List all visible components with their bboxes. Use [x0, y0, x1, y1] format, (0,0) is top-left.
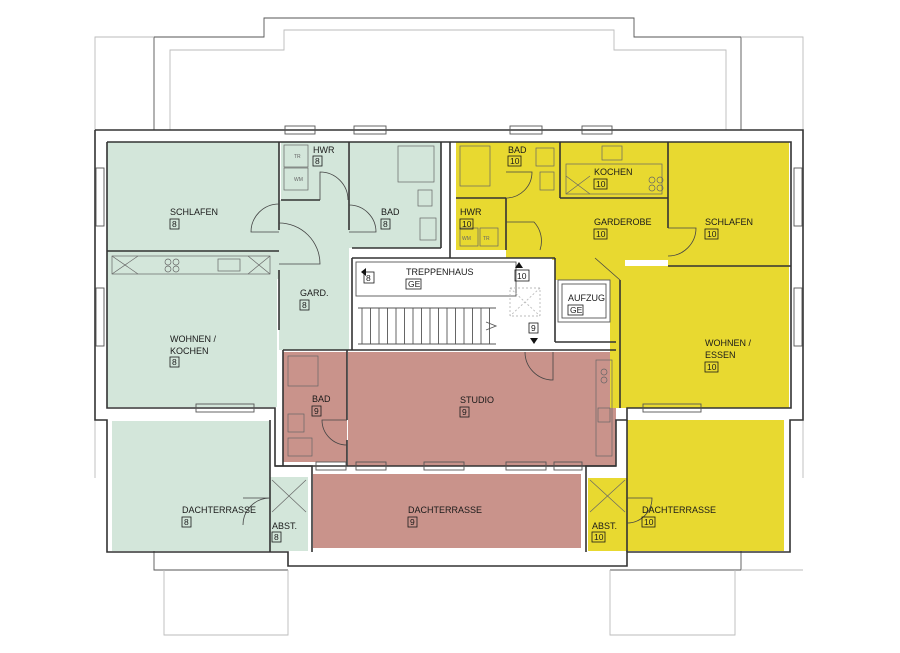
washer-label-right: WM [462, 236, 471, 242]
label-bad-right: BAD [508, 145, 527, 155]
stair-direction-arrow [485, 321, 498, 331]
number-kochen: 10 [596, 179, 606, 189]
arrow-up-icon [515, 262, 523, 268]
core [352, 258, 611, 350]
label-dachterrasse-left: DACHTERRASSE [182, 505, 256, 515]
label-studio: STUDIO [460, 395, 494, 405]
room-abst-right [588, 478, 627, 551]
number-abst-right: 10 [594, 532, 604, 542]
label-bad-left: BAD [381, 207, 400, 217]
room-dachterrasse-right [627, 420, 784, 551]
label-dachterrasse-mid: DACHTERRASSE [408, 505, 482, 515]
number-bad-left: 8 [383, 219, 388, 229]
room-wohnen-essen [620, 266, 789, 408]
room-hwr-left [281, 142, 348, 202]
number-entry-left: 8 [366, 273, 371, 283]
stair-treads [361, 308, 498, 344]
room-dachterrasse-mid [313, 474, 581, 548]
room-bad-left [349, 142, 441, 248]
room-garderobe [506, 198, 668, 260]
label-bad-studio: BAD [312, 394, 331, 404]
room-wohnen-kochen [107, 279, 277, 407]
washer-label: WM [294, 177, 303, 183]
label-aufzug: AUFZUG [568, 293, 605, 303]
number-bad-studio: 9 [314, 406, 319, 416]
room-schlafen-left [107, 142, 279, 251]
number-wohnen-kochen: 8 [172, 357, 177, 367]
number-gard: 8 [302, 300, 307, 310]
label-dachterrasse-right: DACHTERRASSE [642, 505, 716, 515]
label-wohnen-essen-2: ESSEN [705, 350, 736, 360]
label-hwr-left: HWR [313, 145, 335, 155]
unit-8-green [107, 142, 441, 551]
room-studio [348, 352, 616, 466]
label-wohnen-essen-1: WOHNEN / [705, 338, 751, 348]
label-gard: GARD. [300, 288, 329, 298]
number-hwr-left: 8 [315, 156, 320, 166]
number-bad-right: 10 [510, 156, 520, 166]
number-schlafen-right: 10 [707, 229, 717, 239]
room-gard [279, 200, 349, 350]
number-dachterrasse-mid: 9 [410, 517, 415, 527]
unit-9-red [283, 352, 616, 548]
dryer-label-right: TR [483, 236, 490, 242]
number-schlafen-left: 8 [172, 219, 177, 229]
label-wohnen-kochen-1: WOHNEN / [170, 334, 216, 344]
windows [95, 125, 803, 471]
fixtures [111, 144, 664, 513]
dryer-label: TR [294, 154, 301, 160]
label-abst-left: ABST. [272, 521, 297, 531]
room-abst-left [270, 477, 308, 551]
room-schlafen-right [668, 142, 789, 266]
label-kochen: KOCHEN [594, 167, 633, 177]
number-treppenhaus: GE [408, 279, 421, 289]
room-bad-studio [283, 352, 347, 462]
label-schlafen-right: SCHLAFEN [705, 217, 753, 227]
label-garderobe: GARDEROBE [594, 217, 652, 227]
walls [94, 129, 804, 567]
label-schlafen-left: SCHLAFEN [170, 207, 218, 217]
label-treppenhaus: TREPPENHAUS [406, 267, 474, 277]
number-garderobe: 10 [596, 229, 606, 239]
number-abst-left: 8 [274, 532, 279, 542]
hall-right [555, 258, 625, 280]
room-dachterrasse-left [112, 421, 270, 551]
label-hwr-right: HWR [460, 207, 482, 217]
room-kochen [560, 142, 668, 198]
roof-outline [94, 17, 804, 636]
number-entry-down: 9 [531, 323, 536, 333]
number-studio: 9 [462, 407, 467, 417]
number-dachterrasse-right: 10 [644, 517, 654, 527]
label-abst-right: ABST. [592, 521, 617, 531]
number-entry-right: 10 [517, 271, 527, 281]
room-labels: SCHLAFEN 8 HWR 8 BAD 8 GARD. 8 WOHNEN / … [169, 145, 753, 543]
number-wohnen-essen: 10 [707, 362, 717, 372]
label-wohnen-kochen-2: KOCHEN [170, 346, 209, 356]
arrow-left-icon [361, 268, 366, 276]
arrow-down-icon [530, 338, 538, 344]
kitchen-band [107, 251, 279, 279]
fixture-labels: TR WM WM TR [294, 154, 490, 242]
room-bad-right [456, 142, 560, 198]
number-dachterrasse-left: 8 [184, 517, 189, 527]
number-hwr-right: 10 [462, 219, 472, 229]
number-aufzug: GE [570, 305, 583, 315]
doors [242, 171, 697, 526]
